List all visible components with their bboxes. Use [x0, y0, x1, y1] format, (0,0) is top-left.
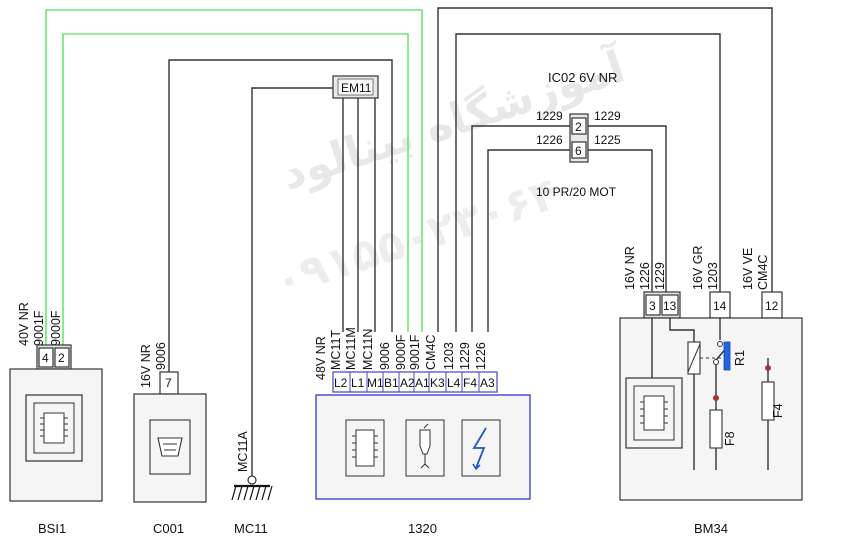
bm34-name: BM34	[694, 521, 728, 536]
wire-9000f	[62, 33, 409, 345]
bsi-connector-label: 40V NR	[17, 302, 31, 346]
ic02-top-label: IC02 6V NR	[548, 70, 617, 85]
ecu-name: 1320	[408, 521, 437, 536]
ecu-wire-mc11m: MC11M	[344, 327, 358, 370]
ecu-chip-icon	[345, 419, 385, 477]
bm34-pin-13: 13	[663, 299, 677, 313]
ic02-pin-2: 2	[575, 120, 582, 134]
ecu-pin-l1: L1	[351, 376, 365, 390]
bm34-wire-1226: 1226	[638, 262, 652, 290]
ecu-pin-l2: L2	[334, 376, 348, 390]
ecu-wire-9000f: 9000F	[394, 334, 408, 370]
mc11-name: MC11	[234, 521, 268, 536]
c001-component: 16V NR 9006 7 C001	[133, 342, 207, 536]
ecu-wire-mc11n: MC11N	[361, 329, 375, 370]
mc11-ground: MC11A MC11	[231, 431, 273, 536]
ecu-wire-1226: 1226	[474, 342, 488, 370]
ic02-bottom-label: 10 PR/20 MOT	[536, 185, 617, 199]
bsi-pin-2: 2	[58, 351, 65, 365]
bm34-wire-1229: 1229	[653, 262, 667, 290]
c001-wire-9006: 9006	[154, 342, 168, 370]
wire-9001f	[45, 9, 423, 345]
ecu-wire-1229: 1229	[458, 342, 472, 370]
ic02-left-wire-2: 1226	[536, 133, 563, 147]
fuse-f8: F8	[709, 409, 737, 449]
bm34-pin-12: 12	[765, 299, 779, 313]
em11-splice: EM11	[332, 75, 379, 99]
fuse-f4-label: F4	[771, 403, 785, 418]
ecu-1320: 48V NR MC11T MC11M MC11N 9006 9000F 9001…	[314, 327, 531, 536]
ic02-pin-6: 6	[575, 144, 582, 158]
ic02-right-wire-2: 1225	[594, 133, 621, 147]
c001-name: C001	[153, 521, 184, 536]
wire-cm4c	[437, 7, 773, 332]
ecu-wire-9001f: 9001F	[408, 334, 422, 370]
ignition-icon	[461, 419, 501, 477]
ecu-wire-cm4c: CM4C	[424, 335, 438, 370]
wire-mc11a	[251, 87, 333, 478]
ecu-pin-l4: L4	[447, 376, 461, 390]
ic02-right-wire-1: 1229	[594, 109, 621, 123]
bm34-conn3-label: 16V VE	[741, 248, 755, 290]
wire-1229-left	[471, 125, 570, 332]
bm34-wire-cm4c: CM4C	[756, 255, 770, 290]
bm34-conn2-label: 16V GR	[691, 246, 705, 290]
ecu-wire-1203: 1203	[442, 342, 456, 370]
ecu-pin-k3: K3	[430, 376, 445, 390]
bm34-pin-14: 14	[713, 299, 727, 313]
relay-label: R1	[733, 350, 747, 366]
c001-pin-7: 7	[165, 376, 172, 390]
em11-label: EM11	[341, 81, 372, 95]
bsi-wire-9000f: 9000F	[49, 310, 63, 346]
wire-1225-right	[588, 149, 653, 292]
ic02-connector: 2 6 IC02 6V NR 10 PR/20 MOT 1229 1226 12…	[536, 70, 621, 199]
bsi-component: 40V NR 9001F 9000F 4 2 BSI1	[9, 302, 103, 536]
bm34-conn1-label: 16V NR	[623, 246, 637, 290]
ecu-pin-b1: B1	[384, 376, 399, 390]
wire-1226-left	[487, 149, 570, 332]
ecu-pin-a2: A2	[400, 376, 415, 390]
c001-connector-label: 16V NR	[139, 344, 153, 388]
bsi-pin-4: 4	[42, 351, 49, 365]
ecu-pin-a1: A1	[415, 376, 430, 390]
bsi-name: BSI1	[38, 521, 66, 536]
injector-icon	[405, 419, 445, 477]
bm34-wire-1203: 1203	[706, 262, 720, 290]
ecu-pin-a3: A3	[480, 376, 495, 390]
mc11-wire-label: MC11A	[236, 431, 250, 472]
bm34-component: 16V NR 1226 1229 16V GR 1203 16V VE CM4C…	[619, 246, 803, 536]
bsi-chip-icon	[40, 412, 68, 444]
ecu-wire-mc11t: MC11T	[329, 330, 343, 370]
bm34-chip-icon	[625, 377, 683, 449]
fuse-f8-label: F8	[723, 431, 737, 446]
diagnostic-port-icon	[149, 419, 191, 475]
ecu-pin-f4: F4	[463, 376, 477, 390]
wire-1229-right	[588, 125, 667, 292]
wire-9006	[168, 59, 393, 372]
relay-r1: R1	[687, 341, 747, 375]
fuse-f4: F4	[761, 381, 785, 421]
ic02-left-wire-1: 1229	[536, 109, 563, 123]
bm34-pin-3: 3	[649, 299, 656, 313]
ecu-pin-m1: M1	[367, 376, 384, 390]
wire-1203	[455, 33, 721, 332]
ecu-connector-label: 48V NR	[314, 336, 328, 380]
bsi-wire-9001f: 9001F	[32, 310, 46, 346]
ecu-wire-9006: 9006	[378, 342, 392, 370]
